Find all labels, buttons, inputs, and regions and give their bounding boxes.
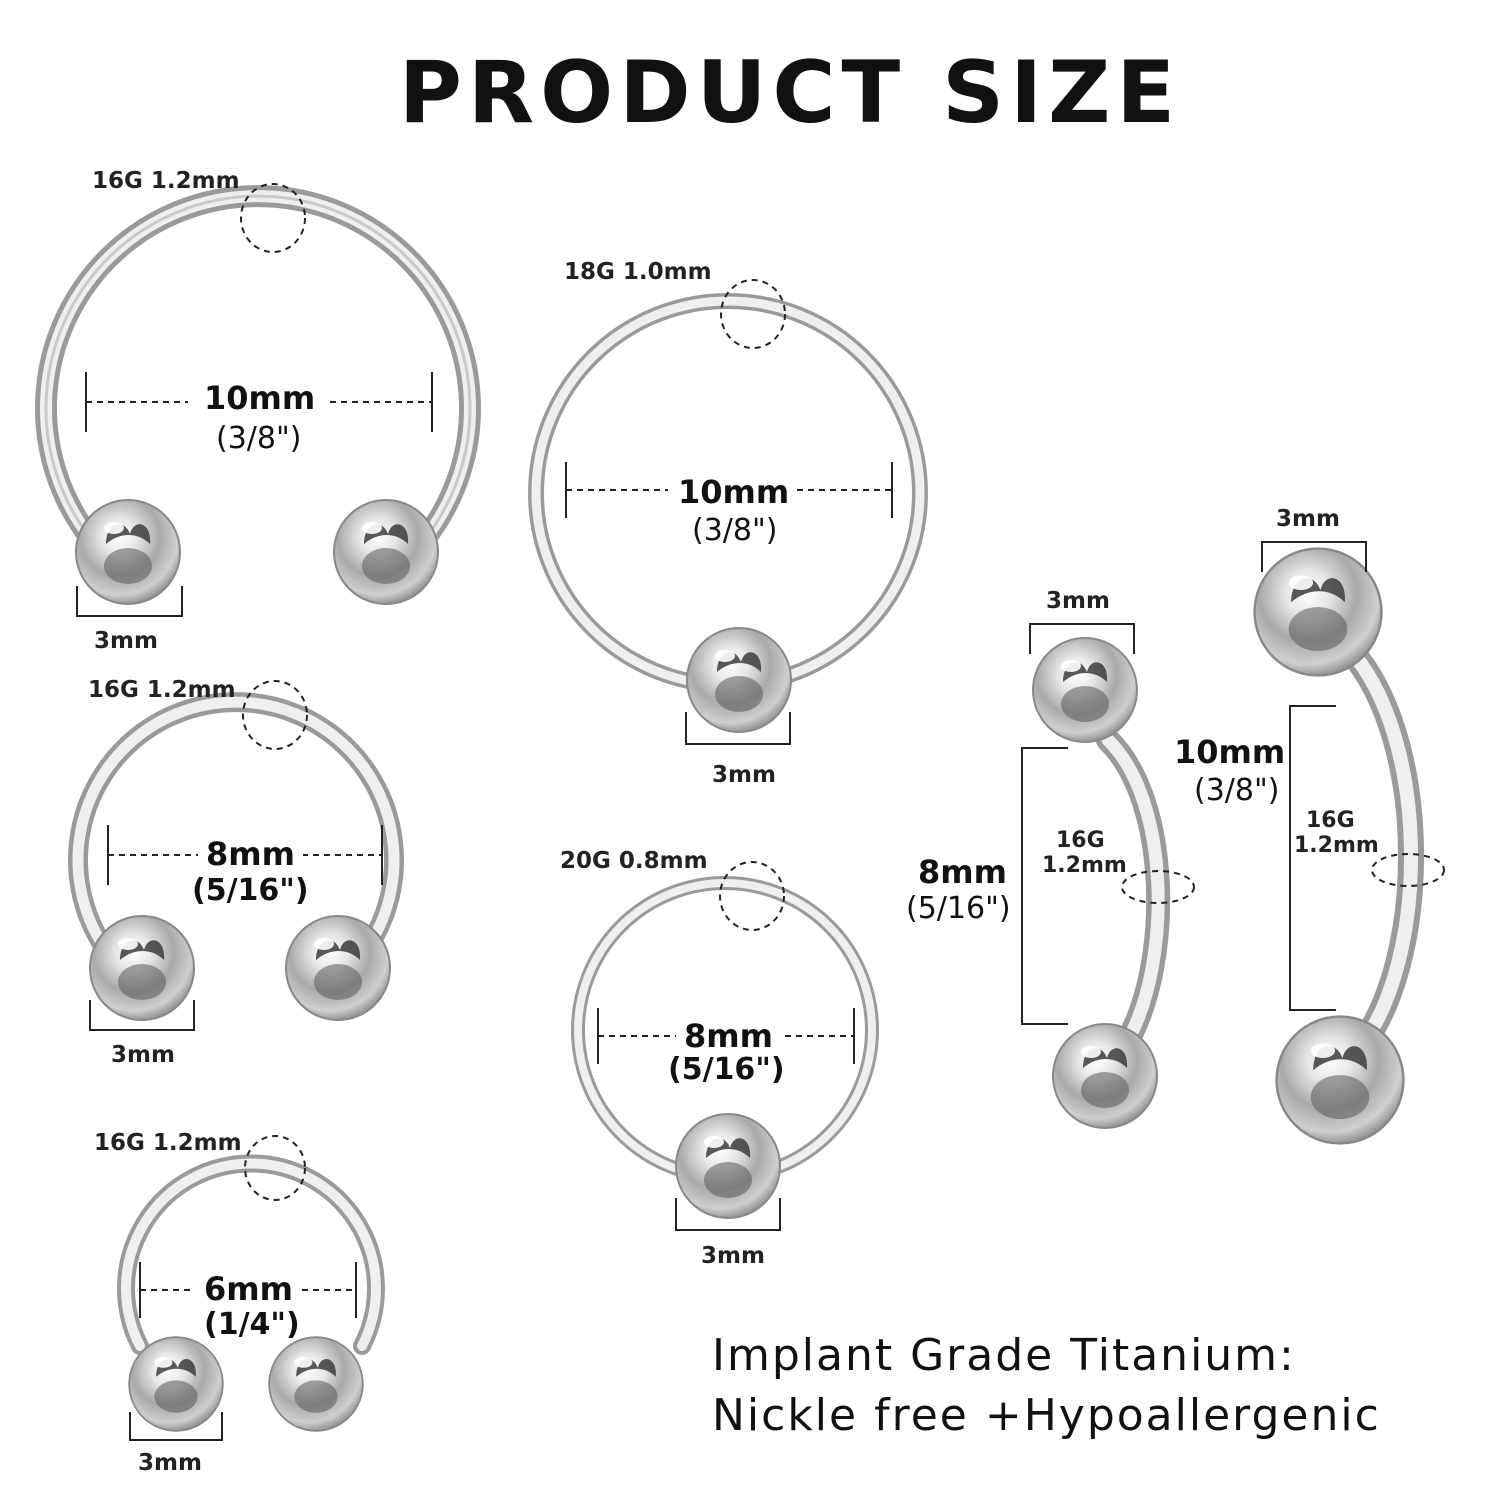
ball-icon (75, 499, 181, 605)
diameter-label: 6mm (196, 1273, 301, 1305)
diameter-label: 10mm (196, 382, 324, 414)
diameter-label: 10mm (670, 476, 798, 508)
ball-icon (89, 915, 195, 1021)
ball-size-label: 3mm (701, 1243, 765, 1269)
horseshoe-ring-icon (68, 680, 404, 1031)
page-title: PRODUCT SIZE (398, 43, 1182, 143)
inch-label: (1/4") (204, 1307, 300, 1342)
diameter-label: 8mm (676, 1020, 781, 1052)
inch-label: (3/8") (216, 421, 302, 456)
curved-barbell-icon (1021, 623, 1195, 1129)
ball-size-label: 3mm (111, 1042, 175, 1068)
ball-icon (333, 499, 439, 605)
horseshoe-ring-icon (117, 1135, 385, 1441)
ball-icon (1052, 1023, 1158, 1129)
length-label: 8mm (918, 853, 1007, 891)
gauge-label: 20G 0.8mm (560, 848, 708, 874)
gauge-mm-label: 1.2mm (1042, 853, 1127, 878)
gauge-label: 18G 1.0mm (564, 259, 712, 285)
ball-icon (128, 1336, 224, 1432)
ball-size-label: 3mm (712, 762, 776, 788)
captive-bead-ring-icon (571, 861, 879, 1231)
gauge-label: 16G (1306, 808, 1355, 833)
ball-size-label: 3mm (1276, 506, 1340, 532)
gauge-label: 16G (1056, 828, 1105, 853)
material-line-1: Implant Grade Titanium: (712, 1330, 1296, 1381)
ball-size-label: 3mm (1046, 588, 1110, 614)
curved-barbell-icon (1253, 541, 1445, 1145)
inch-label: (5/16") (906, 891, 1011, 926)
gauge-label: 16G 1.2mm (94, 1130, 242, 1156)
ball-icon (1032, 637, 1138, 743)
inch-label: (3/8") (692, 513, 778, 548)
captive-bead-ring-icon (528, 279, 928, 745)
ball-icon (268, 1336, 364, 1432)
ball-icon (285, 915, 391, 1021)
material-line-2: Nickle free +Hypoallergenic (712, 1390, 1381, 1441)
ball-size-label: 3mm (138, 1450, 202, 1476)
diameter-label: 8mm (198, 838, 303, 870)
length-label: 10mm (1174, 733, 1286, 771)
inch-label: (5/16") (668, 1052, 785, 1087)
ball-icon (675, 1113, 781, 1219)
inch-label: (3/8") (1194, 773, 1280, 808)
horseshoe-ring-icon (35, 183, 481, 617)
ball-icon (1253, 547, 1383, 677)
gauge-label: 16G 1.2mm (92, 168, 240, 194)
ball-icon (1275, 1015, 1405, 1145)
inch-label: (5/16") (192, 873, 309, 908)
ball-icon (686, 627, 792, 733)
ball-size-label: 3mm (94, 628, 158, 654)
gauge-label: 16G 1.2mm (88, 677, 236, 703)
gauge-mm-label: 1.2mm (1294, 833, 1379, 858)
